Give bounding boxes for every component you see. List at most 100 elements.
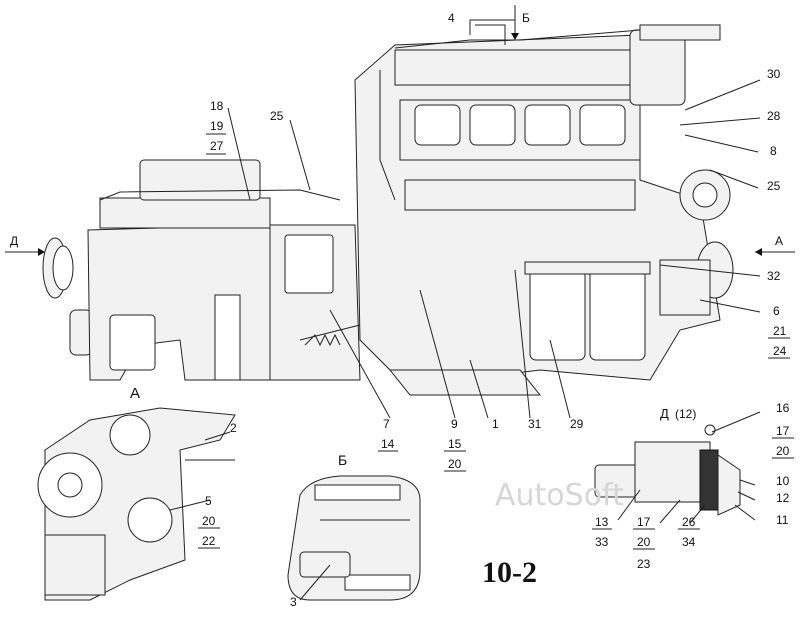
leader-12 bbox=[737, 491, 756, 501]
oil-filter-left bbox=[529, 269, 586, 361]
leader-7 bbox=[329, 309, 391, 419]
callout-dividers bbox=[198, 133, 794, 550]
detail-a-hub bbox=[57, 472, 83, 498]
callout-22: 22 bbox=[202, 534, 216, 548]
leader-10 bbox=[739, 479, 756, 486]
detail-b-rail-top bbox=[314, 484, 401, 501]
turbo-inlet bbox=[692, 182, 718, 208]
leader-3 bbox=[299, 564, 331, 601]
clutch-spring bbox=[304, 333, 341, 347]
arrow-a-label: А bbox=[775, 234, 783, 248]
oil-filter-head bbox=[524, 261, 651, 275]
detail-d: Д (12) bbox=[594, 406, 741, 516]
arrow-b-head bbox=[511, 33, 519, 40]
callout-20c: 20 bbox=[776, 444, 790, 458]
callout-17b: 17 bbox=[637, 515, 651, 529]
valve-covers bbox=[394, 49, 631, 86]
leader-9 bbox=[419, 289, 456, 419]
leader-17b bbox=[659, 499, 681, 524]
detail-a-starter bbox=[127, 497, 173, 543]
arrow-b-label: Б bbox=[522, 11, 530, 25]
callout-30: 30 bbox=[767, 67, 781, 81]
detail-b: Б bbox=[287, 452, 421, 601]
intake-manifold bbox=[404, 179, 636, 211]
callout-15: 15 bbox=[448, 437, 462, 451]
arrow-a-head bbox=[755, 248, 762, 256]
fuel-pipe bbox=[394, 29, 641, 49]
figure-title: 10-2 bbox=[482, 556, 537, 589]
leader-5 bbox=[169, 499, 211, 511]
cylinder-head-4 bbox=[579, 104, 626, 146]
callout-12: 12 bbox=[776, 491, 790, 505]
flange-hub bbox=[52, 245, 74, 291]
leader-25 bbox=[289, 119, 311, 191]
gearbox-lever bbox=[214, 294, 241, 381]
callout-28: 28 bbox=[767, 109, 781, 123]
detail-a-mount bbox=[44, 534, 106, 596]
cylinder-head-3 bbox=[524, 104, 571, 146]
callout-18: 18 bbox=[210, 99, 224, 113]
callout-31: 31 bbox=[528, 417, 542, 431]
gearbox-inspection-plate bbox=[109, 314, 156, 371]
callout-20b: 20 bbox=[202, 514, 216, 528]
callout-14: 14 bbox=[381, 437, 395, 451]
leader-18 bbox=[227, 107, 251, 201]
leader-28 bbox=[679, 117, 761, 126]
leader-13 bbox=[617, 489, 641, 521]
callout-10: 10 bbox=[776, 474, 790, 488]
leader-26 bbox=[689, 504, 706, 524]
callout-20: 20 bbox=[448, 457, 462, 471]
callout-25b: 25 bbox=[767, 179, 781, 193]
detail-d-housing bbox=[634, 441, 711, 503]
callout-20d: 20 bbox=[637, 535, 651, 549]
leader-8 bbox=[684, 134, 759, 153]
callout-17: 17 bbox=[776, 424, 790, 438]
leader-29 bbox=[549, 339, 571, 419]
callout-3: 3 bbox=[290, 595, 297, 609]
callout-5: 5 bbox=[205, 494, 212, 508]
leader-31 bbox=[514, 269, 531, 419]
pipe-4 bbox=[469, 19, 515, 35]
arrow-d-head bbox=[38, 248, 45, 256]
callout-25: 25 bbox=[270, 109, 284, 123]
callout-29: 29 bbox=[570, 417, 584, 431]
gearbox-cover bbox=[99, 197, 271, 229]
callout-8: 8 bbox=[770, 144, 777, 158]
callout-4: 4 bbox=[448, 11, 455, 25]
leader-16 bbox=[711, 411, 761, 433]
detail-d-screw bbox=[704, 424, 716, 436]
cylinder-head-2 bbox=[469, 104, 516, 146]
callout-2: 2 bbox=[230, 421, 237, 435]
callout-numbers: 4 18 19 27 25 30 28 8 25 32 6 21 24 7 14… bbox=[202, 11, 790, 609]
cylinder-head-1 bbox=[414, 104, 461, 146]
leader-11 bbox=[734, 504, 756, 521]
fuel-filter bbox=[629, 29, 686, 106]
callout-23: 23 bbox=[637, 557, 651, 571]
detail-d-cap bbox=[717, 454, 741, 516]
leader-6 bbox=[699, 299, 761, 313]
leader-25b bbox=[709, 169, 759, 189]
callout-16: 16 bbox=[776, 401, 790, 415]
watermark: AutoSoft bbox=[495, 478, 624, 513]
detail-b-label: Б bbox=[338, 452, 347, 468]
detail-a-label: А bbox=[130, 385, 140, 402]
leader-30 bbox=[684, 79, 761, 111]
leader-1 bbox=[469, 359, 489, 419]
oil-filter-right bbox=[589, 269, 646, 361]
main-engine-view bbox=[42, 19, 734, 396]
callout-34: 34 bbox=[682, 535, 696, 549]
view-arrows: Д А Б bbox=[5, 5, 795, 256]
oil-pan bbox=[388, 369, 542, 396]
callout-9: 9 bbox=[451, 417, 458, 431]
callout-33: 33 bbox=[595, 535, 609, 549]
leader-32 bbox=[659, 264, 761, 277]
air-pipe bbox=[379, 70, 396, 201]
callout-32: 32 bbox=[767, 269, 781, 283]
callout-24: 24 bbox=[773, 344, 787, 358]
detail-a-gear bbox=[109, 414, 151, 456]
callout-26: 26 bbox=[682, 515, 696, 529]
callout-27: 27 bbox=[210, 139, 224, 153]
detail-d-label: Д bbox=[660, 406, 669, 421]
clutch-bracket bbox=[284, 234, 334, 294]
